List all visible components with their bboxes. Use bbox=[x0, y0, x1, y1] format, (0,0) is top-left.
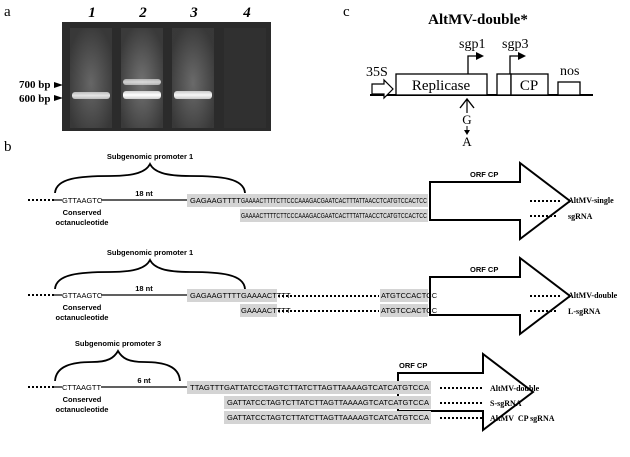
marker-600bp: 600 bp bbox=[19, 93, 51, 105]
panel-b-label: b bbox=[4, 139, 12, 155]
construct-title: AltMV-double* bbox=[428, 12, 528, 28]
orf-cp-label: ORF CP bbox=[470, 170, 498, 179]
sgp1-arrow bbox=[467, 55, 478, 74]
octanucleotide-motif: GTTAAGTC bbox=[62, 291, 103, 300]
orf-cp-arrow bbox=[429, 255, 572, 337]
mutation-to: A bbox=[462, 134, 472, 149]
shaded-region-row1-left bbox=[187, 289, 277, 302]
sgp3-arrow bbox=[509, 55, 520, 74]
lane-number-1: 1 bbox=[88, 5, 96, 21]
replicase-label: Replicase bbox=[412, 78, 471, 94]
shaded-region-row1 bbox=[187, 381, 431, 394]
sequence-unshaded-row1: GAGAAGTTTT bbox=[190, 291, 241, 300]
gel-band-lane3-600 bbox=[174, 91, 212, 99]
conserved-label: Conserved bbox=[63, 395, 102, 404]
sequence-block-1: Subgenomic promoter 1 GTTAAGTC 18 nt Con… bbox=[28, 152, 614, 242]
lane-number-2: 2 bbox=[138, 5, 147, 21]
promoter-brace bbox=[54, 349, 181, 382]
replicase-box bbox=[395, 73, 488, 96]
panel-a: a 1 2 3 4 700 bp 600 bp bbox=[4, 4, 271, 131]
shaded-region-row3 bbox=[224, 411, 431, 424]
spacer-length: 18 nt bbox=[135, 189, 153, 198]
row-label-2: sgRNA bbox=[568, 212, 593, 221]
sequence-shaded-row1: GAAAACTTTTCTTCCCAAAGACGAATCACTTTATTAACCT… bbox=[241, 196, 427, 205]
octanucleotide-label: octanucleotide bbox=[56, 313, 109, 322]
octanucleotide-label: octanucleotide bbox=[56, 405, 109, 414]
mutation-arrowhead bbox=[464, 130, 470, 135]
shaded-region-row1 bbox=[187, 194, 428, 207]
gel-lane-1 bbox=[70, 28, 112, 128]
lane-number-4: 4 bbox=[242, 5, 251, 21]
panel-c-label: c bbox=[343, 4, 350, 20]
orf-cp-label: ORF CP bbox=[399, 361, 427, 370]
sequence-block-3: Subgenomic promoter 3 CTTAAGTT 6 nt Cons… bbox=[28, 339, 555, 433]
promoter-35s-arrow bbox=[371, 78, 394, 100]
sequence-shaded-row3: GATTATCCTAGTCTTATCTTAGTTAAAAGTCATCATGTCC… bbox=[227, 413, 429, 422]
sequence-shaded-row2: GATTATCCTAGTCTTATCTTAGTTAAAAGTCATCATGTCC… bbox=[227, 398, 429, 407]
row-label-2: L-sgRNA bbox=[568, 307, 601, 316]
row-label-2: S-sgRNA bbox=[490, 399, 522, 408]
marker-600bp-arrow bbox=[54, 95, 63, 101]
sgp1-label: sgp1 bbox=[459, 37, 485, 52]
shaded-region-row2-left bbox=[240, 304, 277, 317]
sequence-shaded-row1: TTAGTTTGATTATCCTAGTCTTATCTTAGTTAAAAGTCAT… bbox=[190, 383, 429, 392]
subgenomic-promoter-label: Subgenomic promoter 1 bbox=[107, 152, 193, 161]
orf-cp-label: ORF CP bbox=[470, 265, 498, 274]
gel-lane-4 bbox=[224, 28, 266, 128]
gel-lane-2 bbox=[121, 28, 163, 128]
sequence-shaded-left-row2: GAAAACTTTT bbox=[241, 306, 291, 315]
gel-band-lane1-600 bbox=[72, 92, 110, 99]
spacer-length: 6 nt bbox=[137, 376, 151, 385]
sgp3-arrowhead bbox=[518, 52, 526, 60]
shaded-region-row1-right bbox=[380, 289, 428, 302]
sgp3-label: sgp3 bbox=[502, 37, 528, 52]
shaded-region-row2 bbox=[240, 209, 428, 222]
conserved-label: Conserved bbox=[63, 303, 102, 312]
conserved-label: Conserved bbox=[63, 208, 102, 217]
gel-band-lane2-700 bbox=[123, 79, 161, 85]
subgenomic-promoter-label: Subgenomic promoter 1 bbox=[107, 248, 193, 257]
row-label-1: AltMV-single bbox=[568, 196, 614, 205]
sequence-unshaded-row1: GAGAAGTTTT bbox=[190, 196, 241, 205]
shaded-region-row2 bbox=[224, 396, 431, 409]
sgp1-arrowhead bbox=[476, 52, 484, 60]
gel-band-lane2-600 bbox=[123, 91, 161, 99]
orf-cp-arrow bbox=[429, 160, 572, 242]
lane-number-3: 3 bbox=[189, 5, 198, 21]
cp-box bbox=[510, 73, 549, 96]
cp-label: CP bbox=[520, 78, 538, 94]
marker-700bp: 700 bp bbox=[19, 79, 51, 91]
panel-a-label: a bbox=[4, 4, 11, 20]
nos-box bbox=[557, 81, 581, 96]
sequence-shaded-right-row1: ATGTCCACTCC bbox=[381, 291, 438, 300]
row-label-3: AltMV CP sgRNA bbox=[490, 414, 555, 423]
sequence-shaded-right-row2: ATGTCCACTCC bbox=[381, 306, 438, 315]
sgp3-box bbox=[496, 73, 512, 96]
gel-lane-3 bbox=[172, 28, 214, 128]
marker-700bp-arrow bbox=[54, 82, 63, 88]
panel-b: b Subgenomic promoter 1 GTTAAGTC 18 nt C… bbox=[4, 139, 618, 433]
sequence-shaded-row2: GAAAACTTTTCTTCCCAAAGACGAATCACTTTATTAACCT… bbox=[241, 211, 427, 220]
promoter-brace bbox=[54, 161, 246, 194]
sequence-shaded-left-row1: GAAAACTTTT bbox=[241, 291, 291, 300]
row-label-1: AltMV-double bbox=[568, 291, 618, 300]
octanucleotide-motif: GTTAAGTC bbox=[62, 196, 103, 205]
octanucleotide-motif: CTTAAGTT bbox=[62, 383, 101, 392]
promoter-brace bbox=[54, 257, 246, 290]
octanucleotide-label: octanucleotide bbox=[56, 218, 109, 227]
sequence-block-2: Subgenomic promoter 1 GTTAAGTC 18 nt Con… bbox=[28, 248, 618, 337]
row-label-1: AltMV-double bbox=[490, 384, 540, 393]
subgenomic-promoter-label: Subgenomic promoter 3 bbox=[75, 339, 161, 348]
spacer-length: 18 nt bbox=[135, 284, 153, 293]
promoter-35s-label: 35S bbox=[366, 65, 388, 80]
nos-label: nos bbox=[560, 64, 579, 79]
shaded-region-row2-right bbox=[380, 304, 428, 317]
panel-c: c AltMV-double* 35S Replicase sgp1 sgp3 … bbox=[343, 4, 593, 149]
mutation-from: G bbox=[462, 112, 471, 127]
